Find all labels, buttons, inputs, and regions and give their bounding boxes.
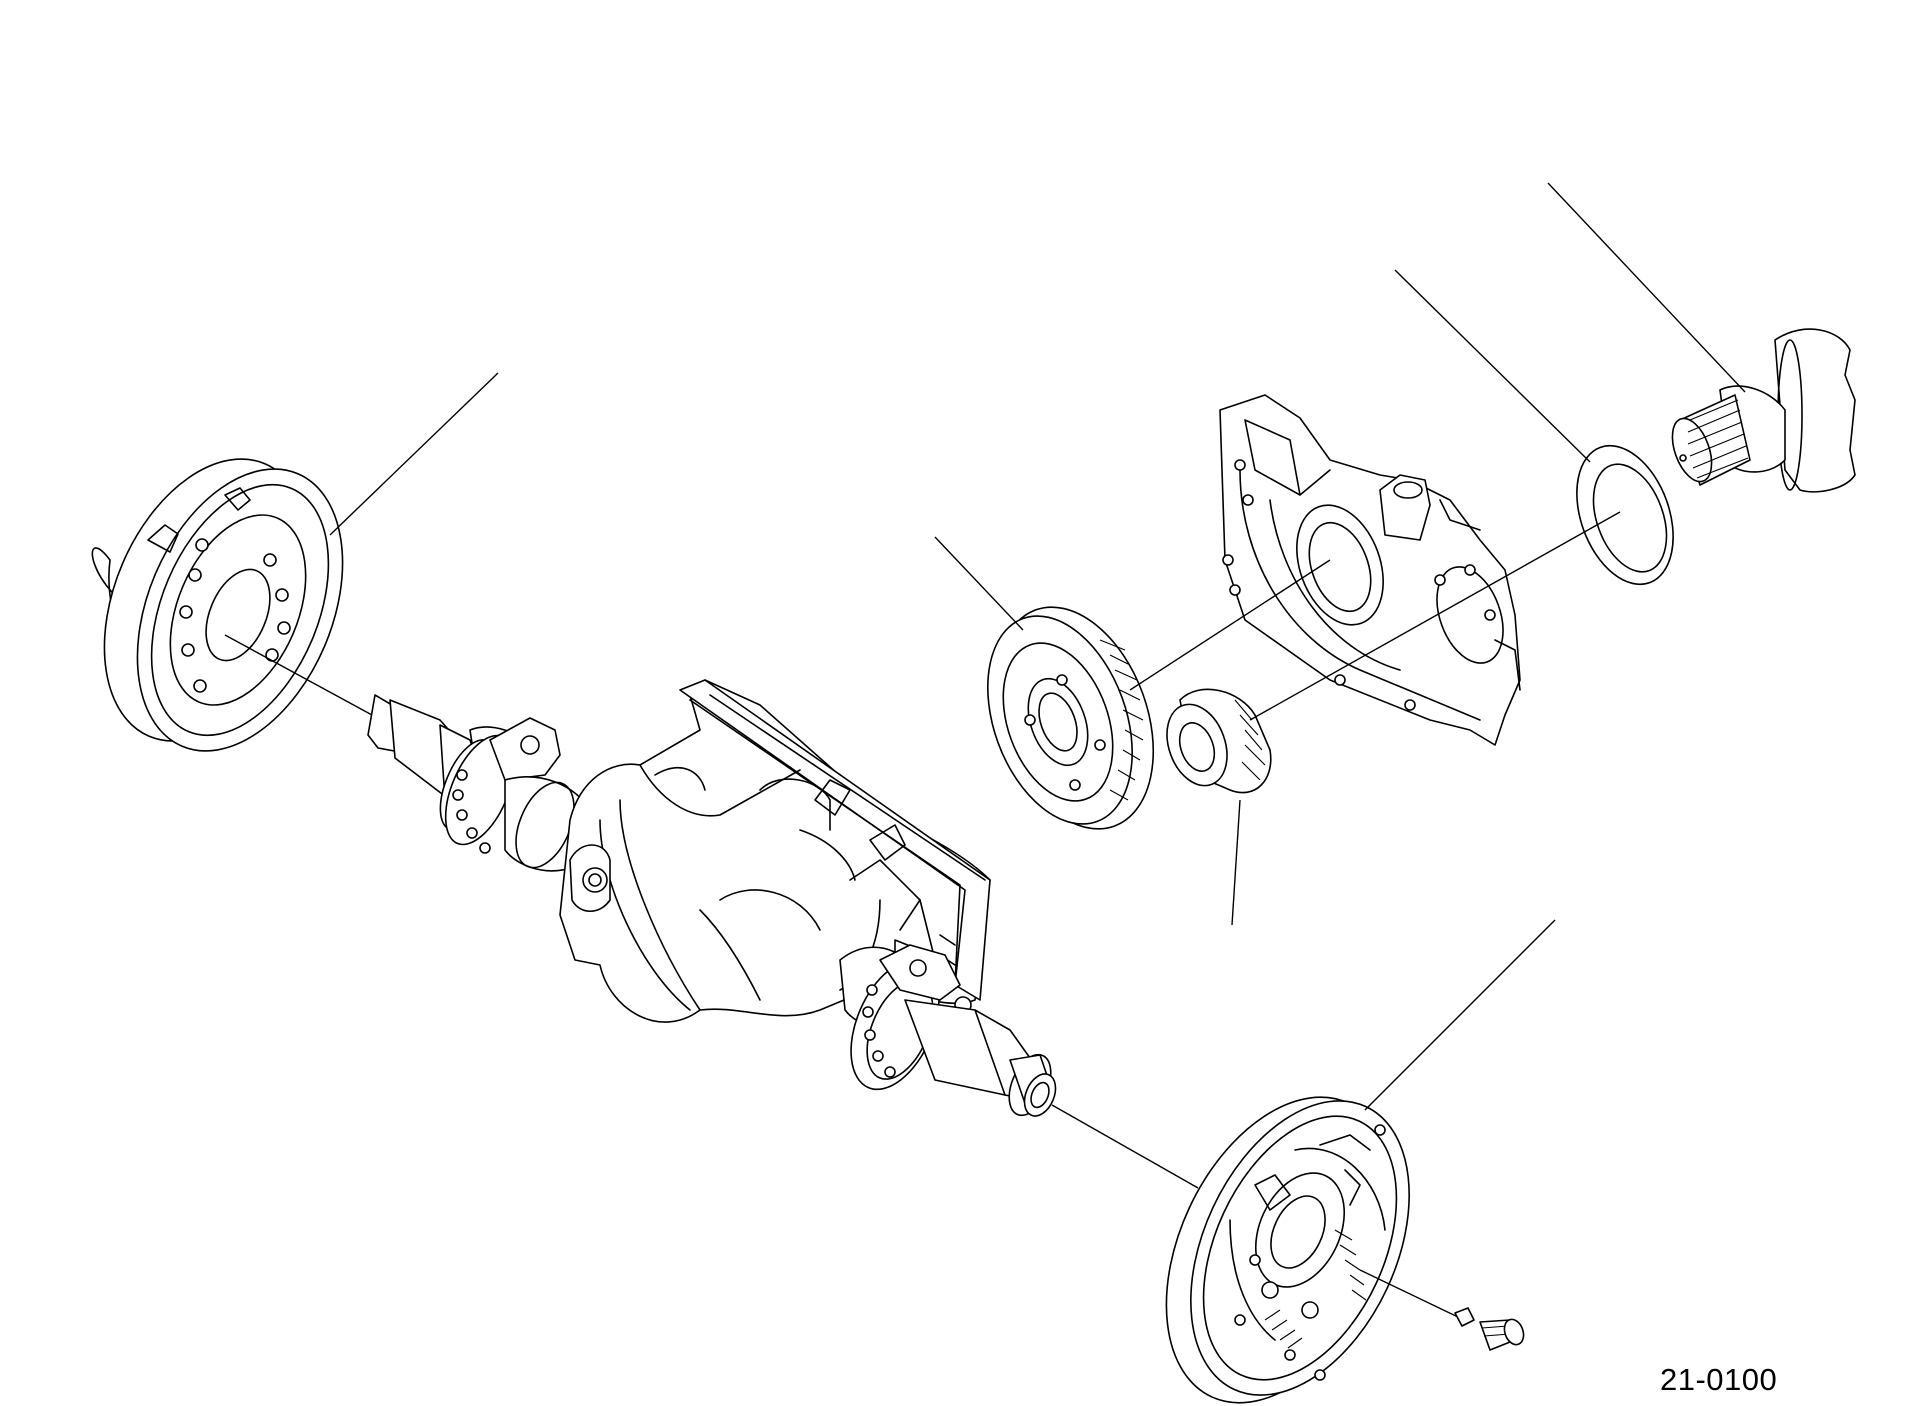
leader-pinion [1232,800,1240,925]
leader-ring-gear [935,537,1023,630]
figure-code: 21-0100 [1660,1362,1778,1397]
leader-splined-shaft [1548,183,1745,392]
gear-case-cover [1220,395,1520,745]
differential-housing [560,680,990,1022]
centerline-left [225,635,372,715]
leader-backing-plate [1365,920,1555,1110]
axle-shaft-right [833,945,1061,1121]
centerline-right [1052,1105,1198,1188]
leader-pinion-to-seal [1250,512,1620,720]
splined-shaft [1665,329,1855,492]
leader-ring-to-cover [1130,560,1330,690]
brake-backing-plate [1121,1061,1453,1406]
oil-seal [1559,432,1691,597]
bolt-and-washer [1455,1308,1527,1350]
leader-lines [330,183,1745,1110]
brake-drum [64,428,382,782]
leader-brake-drum [330,373,498,535]
axle-shaft-left [368,695,590,876]
pinion-gear [1156,689,1270,794]
centerline-bolt [1360,1270,1460,1318]
ring-gear [961,585,1182,850]
leader-oil-seal [1395,270,1590,462]
